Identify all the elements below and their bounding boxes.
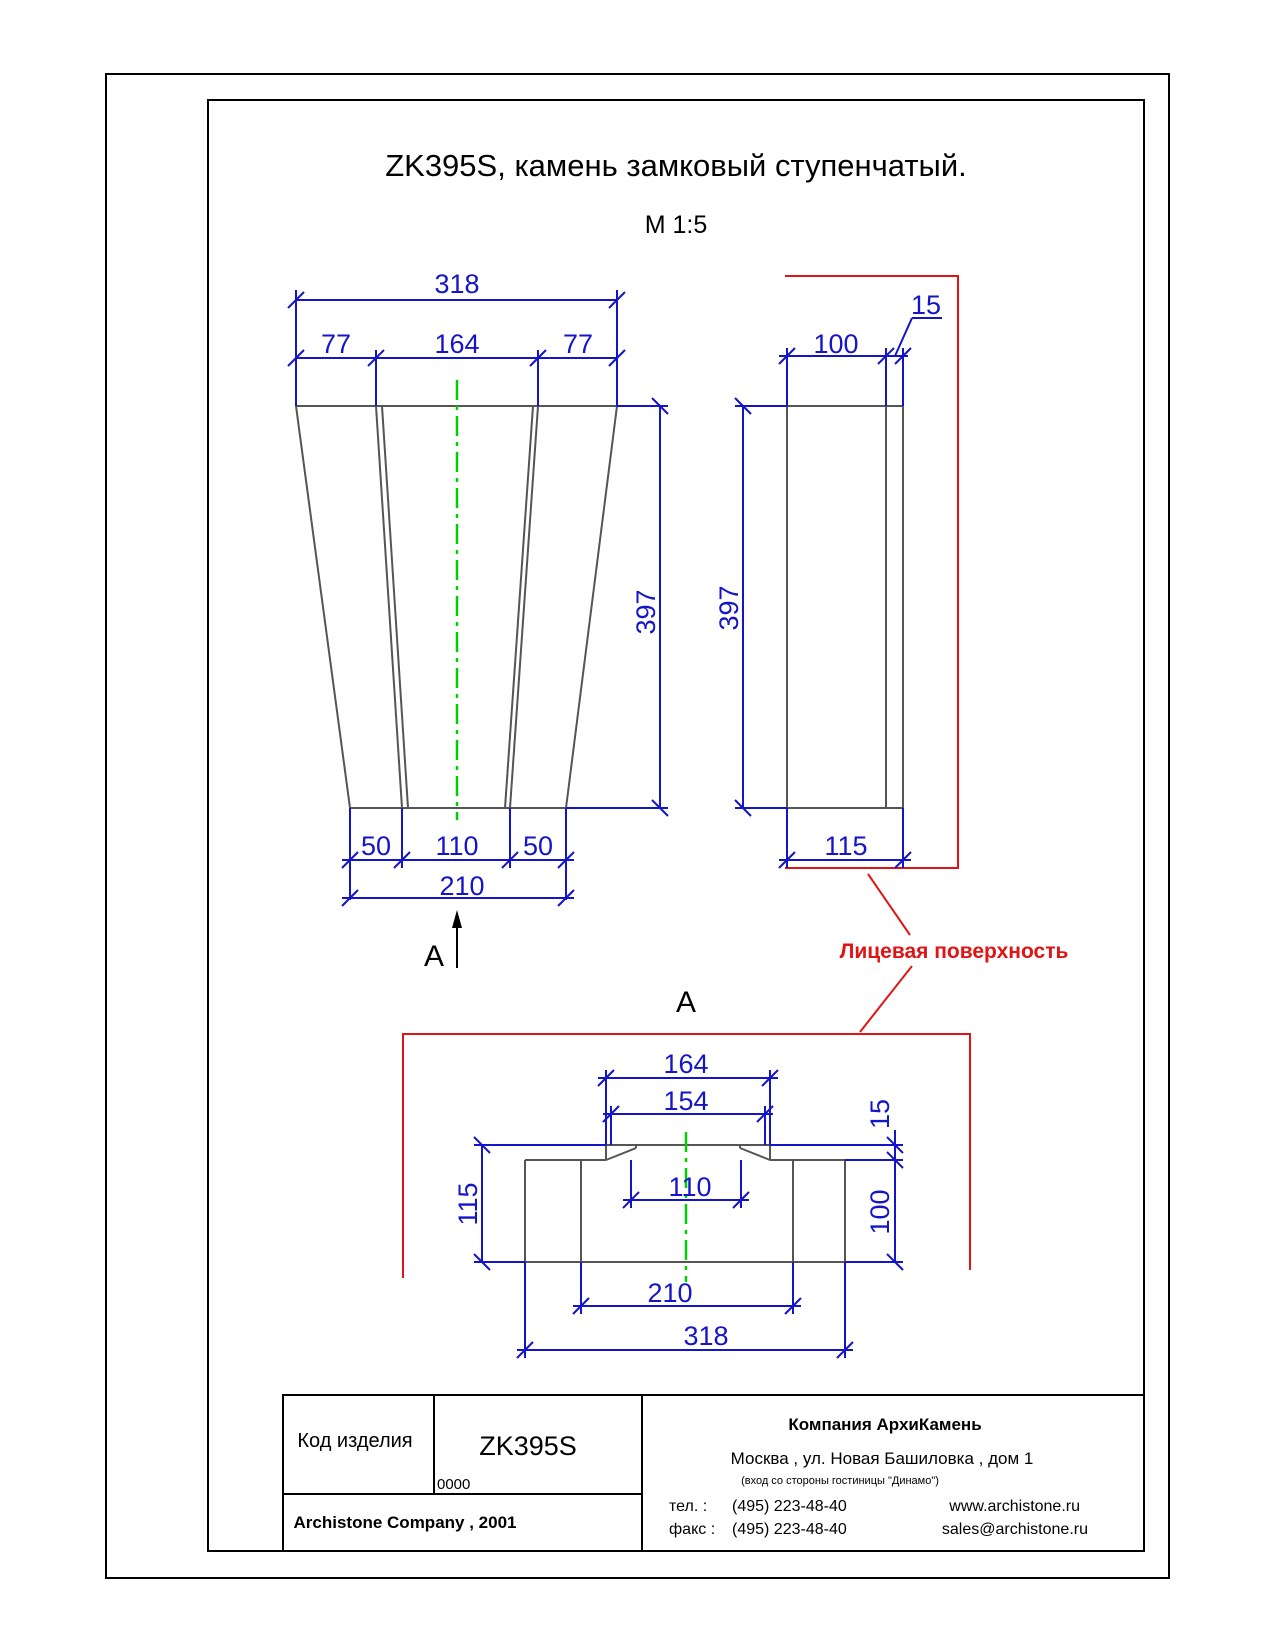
- front-dim-bot-right: 50: [523, 831, 553, 861]
- fax-label: факс :: [669, 1521, 715, 1538]
- section-a: А 164 154: [402, 986, 971, 1359]
- side-dim-step: 15: [911, 290, 941, 320]
- section-dim-318: 318: [683, 1321, 728, 1351]
- face-label: Лицевая поверхность: [840, 940, 1069, 963]
- company-address: Москва , ул. Новая Башиловка , дом 1: [731, 1449, 1034, 1468]
- front-dim-bot-total: 210: [439, 871, 484, 901]
- outer-frame: [105, 73, 1170, 1579]
- side-dim-top: 100: [813, 329, 858, 359]
- inner-frame: [207, 99, 1145, 1552]
- front-dim-height: 397: [631, 589, 661, 634]
- website: www.archistone.ru: [948, 1498, 1080, 1515]
- title-block: Код изделия ZK395S 0000 Archistone Compa…: [282, 1394, 1145, 1552]
- drawing-scale: М 1:5: [645, 211, 708, 239]
- side-face-marker: [785, 275, 959, 869]
- section-dim-164: 164: [663, 1049, 708, 1079]
- view-marker: А: [424, 940, 444, 973]
- face-leader-lower: [859, 965, 913, 1033]
- side-view: 100 15 397 115: [714, 275, 959, 869]
- front-dim-top-total: 318: [434, 269, 479, 299]
- fax-number: (495) 223-48-40: [732, 1521, 847, 1538]
- address-note: (вход со стороны гостиницы "Динамо"): [741, 1475, 939, 1487]
- drawing-title: ZK395S, камень замковый ступенчатый.: [385, 148, 967, 183]
- section-dim-100: 100: [865, 1189, 895, 1234]
- section-dim-15: 15: [865, 1099, 895, 1129]
- code-value: ZK395S: [479, 1431, 577, 1461]
- side-dim-bottom: 115: [824, 831, 867, 861]
- side-dim-height: 397: [714, 585, 744, 630]
- front-dim-top-mid: 164: [434, 329, 479, 359]
- code-sub: 0000: [437, 1476, 470, 1493]
- front-dim-bot-left: 50: [361, 831, 391, 861]
- face-leader-upper: [867, 873, 911, 936]
- phone-number: (495) 223-48-40: [732, 1498, 847, 1515]
- company-copyright: Archistone Company , 2001: [294, 1513, 517, 1532]
- email: sales@archistone.ru: [942, 1521, 1088, 1538]
- section-dim-210: 210: [647, 1278, 692, 1308]
- code-label: Код изделия: [297, 1430, 412, 1452]
- view-arrow-head: [452, 910, 462, 928]
- company-name: Компания АрхиКамень: [788, 1415, 981, 1434]
- section-dim-154: 154: [663, 1086, 708, 1116]
- section-face-marker: [402, 1033, 971, 1278]
- front-dim-top-left: 77: [321, 329, 351, 359]
- front-dim-bot-mid: 110: [435, 831, 478, 861]
- section-a-label: А: [676, 986, 696, 1019]
- front-view: 318 77 164 77 397 50 110 50 210 А: [287, 269, 669, 973]
- phone-label: тел. :: [669, 1498, 707, 1515]
- section-dim-115: 115: [453, 1182, 483, 1225]
- section-dim-110: 110: [668, 1172, 711, 1202]
- front-dim-top-right: 77: [563, 329, 593, 359]
